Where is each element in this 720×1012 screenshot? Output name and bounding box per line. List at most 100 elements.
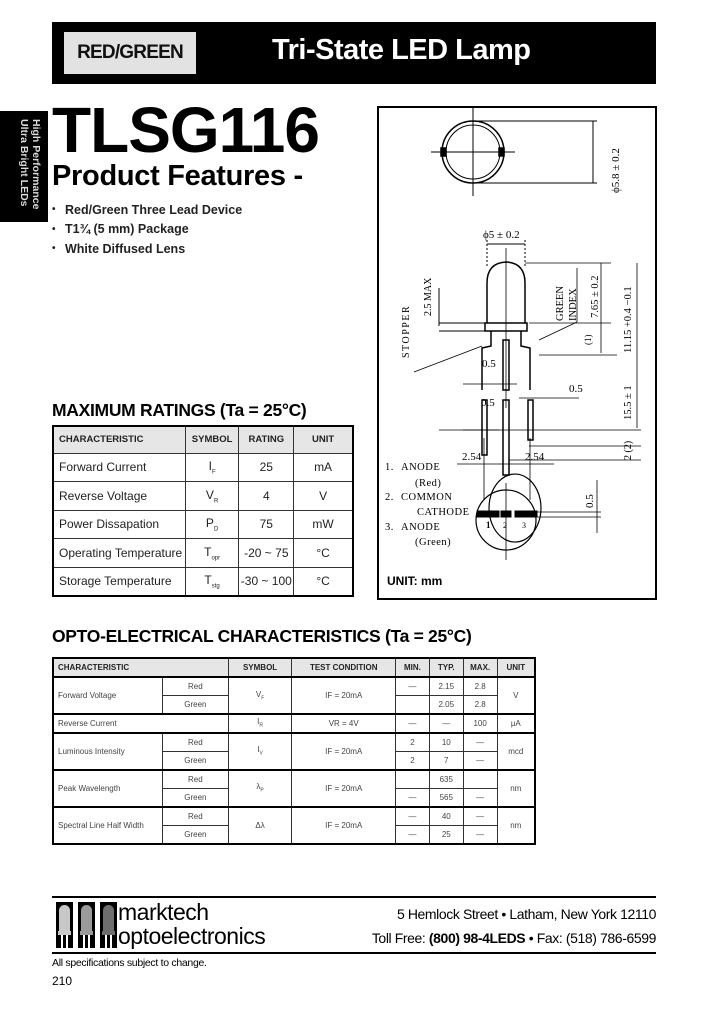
pin-number-3: 3 bbox=[522, 521, 526, 530]
opto-characteristics-title: OPTO-ELECTRICAL CHARACTERISTICS (Ta = 25… bbox=[52, 626, 472, 646]
table-row: Power Dissapation PD 75 mW bbox=[51, 509, 355, 539]
pin-3-num: 3. bbox=[385, 522, 394, 533]
pin-marker-2: 2 (2) bbox=[623, 441, 634, 460]
lead-width-label-2: 0.5 bbox=[481, 397, 495, 409]
side-tab-text: High Performance Ultra Bright LEDs bbox=[18, 111, 48, 222]
typ-cell: 25 bbox=[428, 824, 464, 844]
package-drawing: ϕ5.8 ± 0.2 ϕ5 ± 0.2 2.5 MAX STOPPER GREE… bbox=[377, 106, 657, 600]
symbol-cell: IR bbox=[227, 713, 293, 733]
col-symbol: SYMBOL bbox=[227, 657, 293, 678]
symbol-cell: PD bbox=[184, 509, 240, 539]
table-row: Operating Temperature Topr -20 ~ 75 °C bbox=[51, 538, 355, 568]
min-cell: 2 bbox=[394, 731, 430, 752]
pitch-right-label: 2.54 bbox=[525, 451, 545, 463]
unit-label: UNIT: mm bbox=[387, 574, 443, 588]
table-header-row: CHARACTERISTIC SYMBOL RATING UNIT bbox=[51, 425, 355, 454]
company-logo bbox=[56, 902, 122, 948]
characteristic-cell: Storage Temperature bbox=[51, 566, 186, 596]
rating-cell: 25 bbox=[238, 452, 295, 482]
characteristic-cell: Peak Wavelength bbox=[52, 768, 164, 807]
led-icon bbox=[78, 902, 95, 948]
unit-cell: V bbox=[293, 481, 355, 511]
characteristic-cell: Spectral Line Half Width bbox=[52, 805, 164, 844]
color-cell: Green bbox=[162, 787, 229, 807]
max-cell: — bbox=[462, 824, 498, 844]
bullet-icon: • bbox=[52, 204, 56, 216]
pin-3-sub: (Green) bbox=[415, 537, 451, 548]
feature-text: White Diffused Lens bbox=[65, 241, 186, 256]
lead-width-label-3: 0.5 bbox=[569, 383, 583, 395]
rating-cell: 75 bbox=[238, 509, 295, 539]
pin-1-sub: (Red) bbox=[415, 478, 441, 489]
pin-number-2: 2 bbox=[503, 521, 507, 530]
col-characteristic: CHARACTERISTIC bbox=[51, 425, 186, 454]
side-tab-line-1: High Performance bbox=[30, 119, 42, 210]
feature-item: •White Diffused Lens bbox=[52, 239, 242, 259]
col-typ: TYP. bbox=[428, 657, 464, 678]
side-tab-line-2: Ultra Bright LEDs bbox=[18, 119, 30, 207]
rating-cell: 4 bbox=[238, 481, 295, 511]
company-name: marktech optoelectronics bbox=[118, 900, 266, 948]
pin-marker-1: (1) bbox=[583, 335, 593, 346]
footer-divider-bottom bbox=[52, 952, 656, 954]
typ-cell: 7 bbox=[428, 750, 464, 770]
led-icon bbox=[100, 902, 117, 948]
side-category-tab: High Performance Ultra Bright LEDs bbox=[0, 111, 48, 222]
condition-cell: IF = 20mA bbox=[291, 805, 396, 844]
max-cell: — bbox=[462, 787, 498, 807]
green-index-label-2: INDEX bbox=[568, 288, 579, 321]
feature-text: Red/Green Three Lead Device bbox=[65, 202, 243, 217]
unit-cell: mW bbox=[293, 509, 355, 539]
company-address: 5 Hemlock Street • Latham, New York 1211… bbox=[396, 906, 656, 922]
symbol-cell: λP bbox=[227, 768, 293, 807]
table-row: Reverse Voltage VR 4 V bbox=[51, 481, 355, 511]
symbol-cell: VR bbox=[184, 481, 240, 511]
disclaimer: All specifications subject to change. bbox=[52, 957, 207, 969]
contact-line: Toll Free: (800) 98-4LEDS • Fax: (518) 7… bbox=[372, 930, 657, 946]
max-ratings-title: MAXIMUM RATINGS (Ta = 25°C) bbox=[52, 400, 307, 420]
color-cell: Green bbox=[162, 750, 229, 770]
top-view bbox=[431, 108, 597, 196]
pin-2-name: COMMON bbox=[401, 492, 452, 503]
unit-cell: °C bbox=[293, 566, 355, 596]
unit-cell: mcd bbox=[496, 731, 536, 770]
feature-item: • Red/Green Three Lead Device bbox=[52, 200, 242, 220]
max-cell: 100 bbox=[462, 713, 498, 733]
characteristic-cell: Reverse Current bbox=[52, 713, 229, 733]
part-number: TLSG116 bbox=[52, 94, 320, 166]
lead-length-label: 15.5 ± 1 bbox=[623, 385, 634, 420]
color-cell: Red bbox=[162, 768, 229, 789]
pin-number-1: 1 bbox=[486, 520, 491, 530]
col-min: MIN. bbox=[394, 657, 430, 678]
table-row: Spectral Line Half Width Red Δλ IF = 20m… bbox=[52, 805, 536, 844]
max-cell: — bbox=[462, 731, 498, 752]
typ-cell: 2.05 bbox=[428, 695, 464, 715]
symbol-cell: Δλ bbox=[227, 805, 293, 844]
unit-cell: nm bbox=[496, 768, 536, 807]
table-row: Green 2 7 — bbox=[53, 750, 535, 770]
table-row: Forward Voltage Red VF IF = 20mA — 2.15 … bbox=[52, 676, 536, 715]
condition-cell: IF = 20mA bbox=[291, 676, 396, 715]
opto-characteristics-table: CHARACTERISTIC SYMBOL TEST CONDITION MIN… bbox=[52, 657, 536, 845]
features-title: Product Features - bbox=[52, 160, 303, 192]
symbol-cell: Topr bbox=[184, 538, 240, 568]
characteristic-cell: Luminous Intensity bbox=[52, 731, 164, 770]
min-cell: — bbox=[394, 676, 430, 696]
feature-item: •T1¾ (5 mm) Package bbox=[52, 220, 242, 240]
characteristic-cell: Forward Current bbox=[51, 452, 186, 482]
color-cell: Green bbox=[162, 695, 229, 715]
table-row: Forward Current IF 25 mA bbox=[51, 452, 355, 482]
typ-cell: 10 bbox=[428, 731, 464, 752]
table-row: Green — 25 — bbox=[53, 824, 535, 844]
color-cell: Red bbox=[162, 731, 229, 752]
pin-2-num: 2. bbox=[385, 492, 394, 503]
typ-cell: 635 bbox=[428, 768, 464, 789]
characteristic-cell: Operating Temperature bbox=[51, 538, 186, 568]
col-rating: RATING bbox=[238, 425, 295, 454]
col-unit: UNIT bbox=[293, 425, 355, 454]
min-cell: — bbox=[394, 805, 430, 826]
pin-legend: 1. ANODE (Red) 2. COMMON CATHODE 3. ANOD… bbox=[385, 462, 469, 548]
characteristic-cell: Power Dissapation bbox=[51, 509, 186, 539]
typ-cell: — bbox=[428, 713, 464, 733]
lead-width-label-1: 0.5 bbox=[482, 358, 496, 370]
